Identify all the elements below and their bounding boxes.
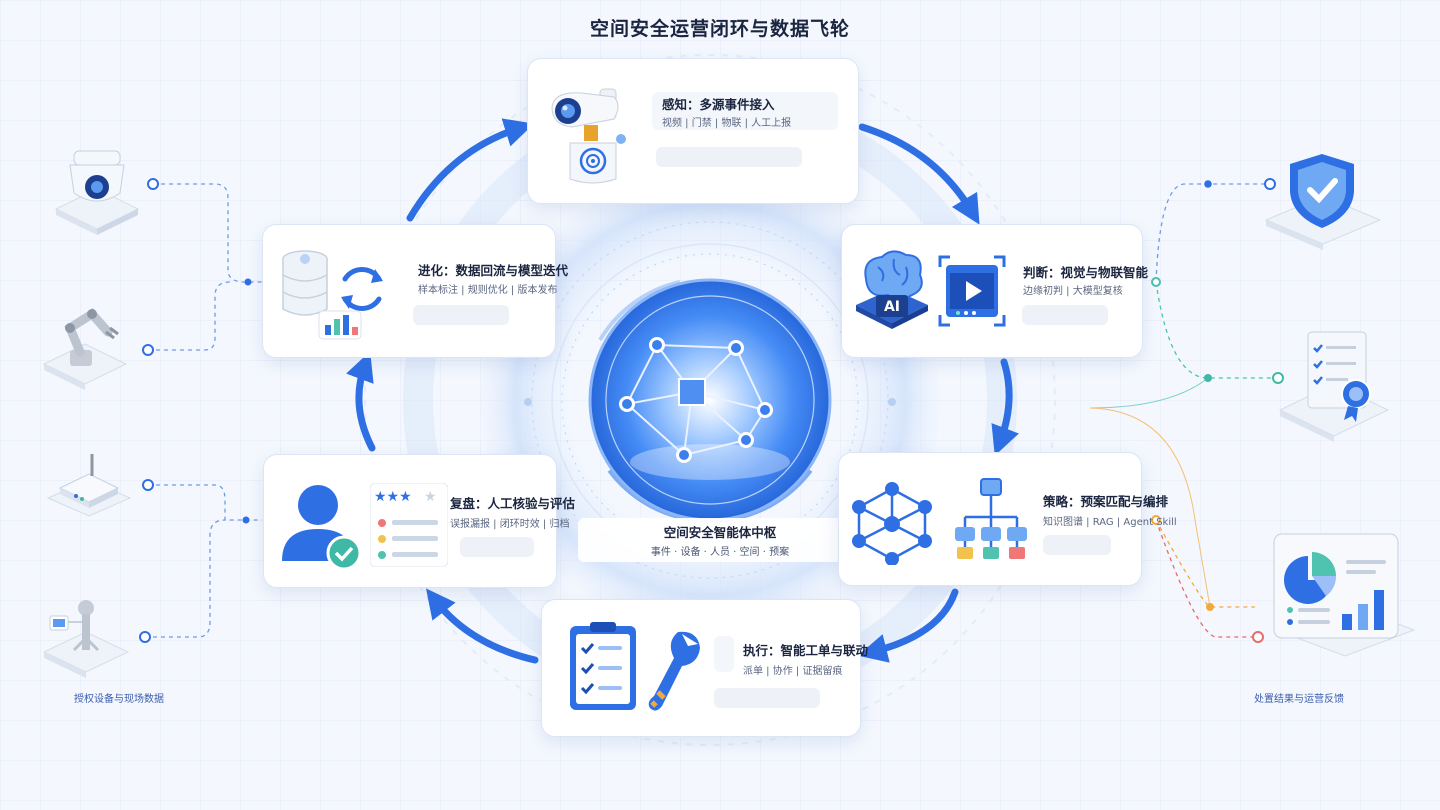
stage-title-bg (714, 636, 734, 672)
stage-card-perceive[interactable]: 感知：多源事件接入 视频 | 门禁 | 物联 | 人工上报 (527, 58, 859, 204)
svg-text:★: ★ (424, 489, 437, 505)
iot-gateway-icon (46, 454, 132, 517)
placeholder-bar (656, 147, 802, 167)
arrow-evolve-to-perceive (406, 118, 535, 222)
stage-subtitle: 派单 | 协作 | 证据留痕 (743, 666, 843, 677)
svg-text:★★★: ★★★ (374, 489, 412, 505)
stage-card-strategy[interactable]: 策略：预案匹配与编排 知识图谱 | RAG | Agent Skill (838, 452, 1177, 586)
stage-card-judge[interactable]: AI 判断：视觉与物联智能 边缘初判 | 大模型复核 (841, 224, 1148, 358)
stage-title: 执行：智能工单与联动 (743, 643, 869, 658)
right-connector-dots (1151, 178, 1284, 643)
video-play-icon (938, 255, 1006, 327)
stage-title: 策略：预案匹配与编排 (1043, 494, 1169, 509)
stage-card-evolve[interactable]: 进化：数据回流与模型迭代 样本标注 | 规则优化 | 版本发布 (262, 224, 568, 358)
placeholder-bar (460, 537, 534, 557)
ai-brain-icon: AI (856, 250, 928, 329)
rating-list-icon: ★★★ ★ (370, 483, 448, 567)
checklist-clipboard-icon (570, 622, 636, 710)
stage-title: 判断：视觉与物联智能 (1023, 265, 1149, 280)
right-side-label: 处置结果与运营反馈 (1254, 694, 1344, 705)
robot-arm-icon (42, 308, 128, 390)
flow-tree-icon (955, 478, 1027, 559)
arrow-judge-to-strategy (991, 358, 1019, 456)
hub-subtitle: 事件 · 设备 · 人员 · 空间 · 预案 (650, 547, 790, 558)
certificate-document-icon (1278, 331, 1390, 442)
stage-card-execute[interactable]: 执行：智能工单与联动 派单 | 协作 | 证据留痕 (541, 599, 868, 737)
stage-subtitle: 知识图谱 | RAG | Agent Skill (1043, 517, 1177, 528)
knowledge-graph-icon (852, 482, 932, 565)
stage-title: 感知：多源事件接入 (662, 97, 775, 112)
placeholder-bar (413, 305, 509, 325)
right-connectors-solid (1089, 377, 1211, 608)
stage-subtitle: 视频 | 门禁 | 物联 | 人工上报 (662, 118, 792, 129)
inner-dashed-ring (531, 221, 889, 579)
arrow-review-to-evolve (346, 351, 376, 452)
user-check-icon (282, 485, 362, 571)
stage-subtitle: 样本标注 | 规则优化 | 版本发布 (418, 285, 558, 296)
right-connectors (1155, 183, 1278, 638)
hub-title: 空间安全智能体中枢 (663, 525, 777, 540)
database-sync-icon (282, 250, 383, 340)
page-title: 空间安全运营闭环与数据飞轮 (589, 18, 850, 40)
arrow-strategy-to-execute (857, 588, 959, 663)
placeholder-bar (1022, 305, 1108, 325)
dome-camera-icon (54, 150, 140, 235)
stage-title: 复盘：人工核验与评估 (450, 496, 576, 511)
security-camera-icon (551, 88, 626, 184)
stage-subtitle: 误报漏报 | 闭环时效 | 归档 (450, 519, 570, 530)
stage-card-review[interactable]: ★★★ ★ 复盘：人工核验与评估 误报漏报 | 闭环时效 | 归档 (263, 454, 575, 588)
stage-subtitle: 边缘初判 | 大模型复核 (1023, 286, 1123, 297)
field-sensor-icon (42, 600, 130, 678)
left-connector-dots (139, 178, 252, 643)
stage-title: 进化：数据回流与模型迭代 (418, 263, 569, 278)
hub-core (524, 243, 896, 561)
network-cube-icon (619, 337, 773, 463)
left-connectors (145, 183, 262, 638)
dashboard-chart-icon (1273, 533, 1416, 657)
stage-title-bg (652, 92, 838, 130)
outer-ring (364, 54, 1056, 746)
left-side-label: 授权设备与现场数据 (74, 694, 164, 705)
svg-text:AI: AI (884, 299, 900, 315)
hub-label-box (578, 518, 862, 562)
arrow-perceive-to-judge (858, 123, 980, 225)
wrench-icon (648, 631, 700, 711)
shield-check-icon (1264, 154, 1382, 250)
placeholder-bar (714, 688, 820, 708)
placeholder-bar (1043, 535, 1111, 555)
arrow-execute-to-review (425, 588, 539, 664)
